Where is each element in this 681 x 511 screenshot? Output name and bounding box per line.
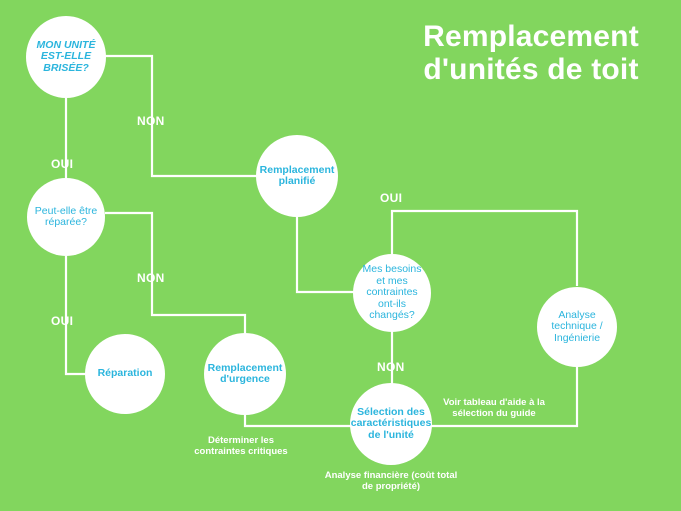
connector-broken-to-planned <box>105 54 258 178</box>
node-repair-label: Réparation <box>97 367 153 380</box>
edge-label-oui-needs: OUI <box>380 191 403 205</box>
note-financial-analysis: Analyse financière (coût total de propri… <box>324 470 458 492</box>
connector-emergency-to-selection <box>243 412 354 428</box>
node-unit-selection-label: Sélection des caractéristiques de l'unit… <box>350 405 432 441</box>
node-can-be-repaired: Peut-elle être réparée? <box>27 178 105 256</box>
connector-needs-to-technical <box>390 209 579 286</box>
edge-label-non-repairable: NON <box>137 271 165 285</box>
node-unit-broken-label: MON UNITÉ EST-ELLE BRISÉE? <box>36 38 96 74</box>
node-can-be-repaired-label: Peut-elle être réparée? <box>34 204 98 228</box>
node-technical-analysis-label: Analyse technique / Ingénierie <box>551 308 603 344</box>
node-technical-analysis: Analyse technique / Ingénierie <box>537 287 617 367</box>
connector-technical-to-selection <box>431 366 579 428</box>
connector-repairable-to-repair <box>64 256 86 376</box>
edge-label-non-needs: NON <box>377 360 405 374</box>
node-repair: Réparation <box>85 334 165 414</box>
node-emergency-replacement-label: Remplacement d'urgence <box>207 361 283 385</box>
connector-planned-to-needs <box>295 215 355 294</box>
note-critical-constraints: Déterminer les contraintes critiques <box>194 435 288 457</box>
node-planned-replacement-label: Remplacement planifié <box>259 163 335 187</box>
diagram-title: Remplacement d'unités de toit <box>423 20 639 86</box>
node-unit-selection: Sélection des caractéristiques de l'unit… <box>350 383 432 465</box>
edge-label-non-broken: NON <box>137 114 165 128</box>
edge-label-oui-repairable: OUI <box>51 314 74 328</box>
node-needs-changed: Mes besoins et mes contraintes ont-ils c… <box>353 254 431 332</box>
node-unit-broken: MON UNITÉ EST-ELLE BRISÉE? <box>26 16 106 98</box>
node-planned-replacement: Remplacement planifié <box>256 135 338 217</box>
connector-repairable-to-emergency <box>105 211 247 334</box>
node-needs-changed-label: Mes besoins et mes contraintes ont-ils c… <box>362 263 422 322</box>
node-emergency-replacement: Remplacement d'urgence <box>204 333 286 415</box>
note-selection-guide: Voir tableau d'aide à la sélection du gu… <box>443 397 545 419</box>
edge-label-oui-broken: OUI <box>51 157 74 171</box>
